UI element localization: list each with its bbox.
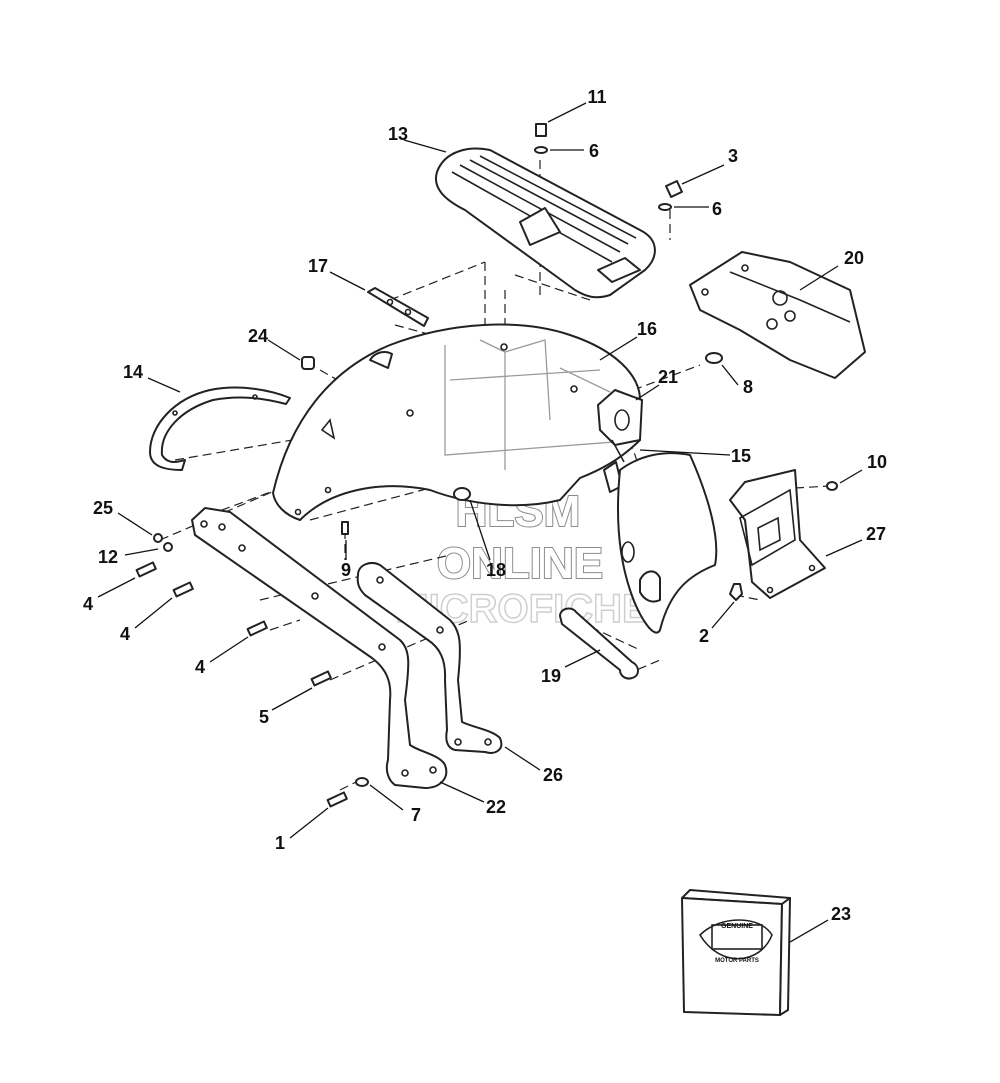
part-16-rear-fender: [272, 323, 641, 521]
callout-20: 20: [844, 248, 864, 268]
rack-hardware: [534, 123, 723, 364]
callout-15: 15: [731, 446, 751, 466]
part-5-screw: [310, 670, 332, 687]
part-22-fender-strut-left: [191, 507, 448, 789]
screws: [135, 561, 369, 808]
part-fender-tip: [617, 452, 718, 634]
part-27-license-bracket: [729, 469, 826, 599]
callout-3: 3: [728, 146, 738, 166]
part-12-washer: [163, 542, 173, 552]
part-6b-washer: [658, 203, 672, 211]
callout-4c: 4: [195, 657, 205, 677]
callout-8: 8: [743, 377, 753, 397]
part-13-luggage-rack: [434, 147, 656, 299]
part-25-nut: [153, 533, 163, 543]
part-23-parts-box: GENUINE MOTOR PARTS: [681, 889, 791, 1016]
part-4c-screw: [246, 620, 268, 637]
callout-7: 7: [411, 805, 421, 825]
callout-4a: 4: [83, 594, 93, 614]
part-14-fender-rail: [149, 386, 291, 471]
bracket-hardware: [729, 481, 838, 601]
callout-10: 10: [867, 452, 887, 472]
part-4b-screw: [172, 581, 194, 598]
callout-1: 1: [275, 833, 285, 853]
callout-27: 27: [866, 524, 886, 544]
part-8-plug: [705, 352, 723, 364]
part-2-screw: [729, 583, 743, 601]
small-hardware: [153, 356, 349, 552]
callout-6: 6: [589, 141, 599, 161]
callout-25: 25: [93, 498, 113, 518]
callout-4b: 4: [120, 624, 130, 644]
part-24-nut: [301, 356, 315, 370]
callout-9: 9: [341, 560, 351, 580]
box-logo-bottom: MOTOR PARTS: [715, 958, 759, 964]
callout-11: 11: [587, 87, 606, 107]
box-logo-top: GENUINE: [721, 923, 753, 930]
part-10-screw: [826, 481, 838, 491]
part-26-fender-strut-right: [356, 562, 503, 754]
callout-13: 13: [388, 124, 408, 144]
part-19-support-rod: [559, 607, 639, 680]
callout-26: 26: [543, 765, 563, 785]
part-17-strip: [367, 287, 429, 327]
part-3-bolt: [665, 180, 683, 198]
watermark-line-2: ONLINE: [437, 539, 603, 588]
part-21-bracket: [597, 389, 643, 446]
callout-22: 22: [486, 797, 506, 817]
part-20-gasket: [689, 251, 866, 379]
callout-23: 23: [831, 904, 851, 924]
callout-12: 12: [98, 547, 118, 567]
callout-19: 19: [541, 666, 561, 686]
part-9-clip: [341, 521, 349, 535]
callout-24: 24: [248, 326, 268, 346]
part-6-washer: [534, 146, 548, 154]
callout-2: 2: [699, 626, 709, 646]
callout-18: 18: [486, 560, 506, 580]
callout-21: 21: [658, 367, 678, 387]
part-1-screw: [326, 791, 348, 808]
leader-lines: [97, 102, 863, 943]
callout-16: 16: [637, 319, 657, 339]
callout-17: 17: [308, 256, 328, 276]
part-18-washer: [453, 487, 471, 501]
part-4a-screw: [135, 561, 157, 578]
part-11-bolt: [535, 123, 547, 137]
callout-14: 14: [123, 362, 143, 382]
callout-5: 5: [259, 707, 269, 727]
part-7-washer: [355, 777, 369, 787]
callout-labels: 11 6 3 6 13 20 17 16 24 14 21 8 15 10 27…: [83, 87, 887, 924]
callout-6b: 6: [712, 199, 722, 219]
